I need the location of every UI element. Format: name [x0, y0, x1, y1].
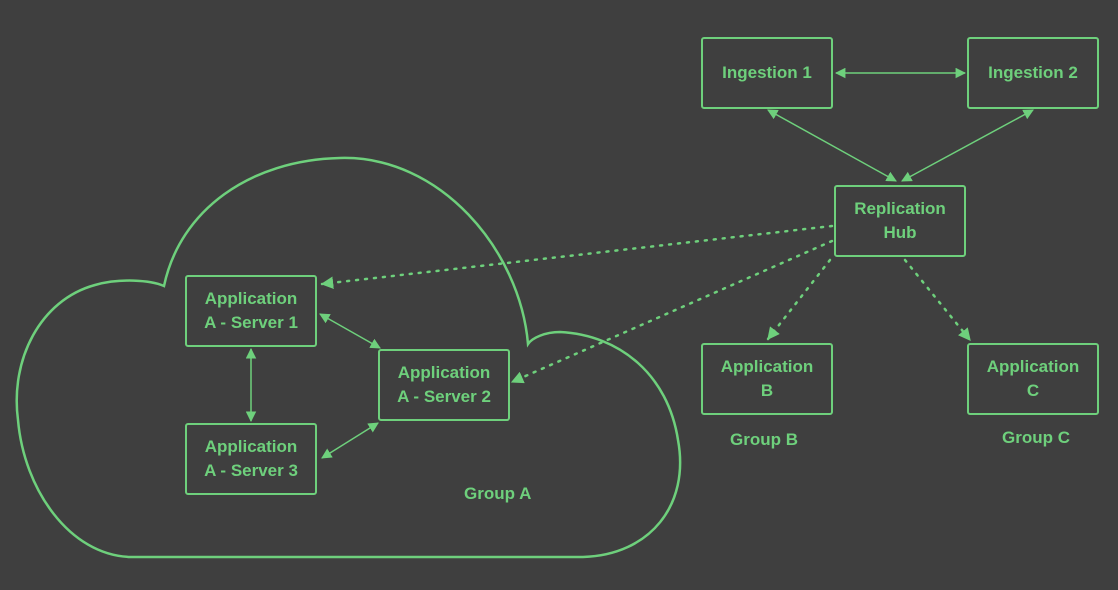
app-c-label-line-1: Application: [986, 357, 1080, 376]
replication-hub-label-line-2: Hub: [883, 223, 917, 242]
app-b-label-line-1: Application: [720, 357, 814, 376]
group-c-label: Group C: [1002, 428, 1070, 447]
edge-hub-app-c: [903, 258, 972, 342]
ingestion-2-node: Ingestion 2: [967, 37, 1099, 109]
ingestion-2-label: Ingestion 2: [988, 63, 1078, 82]
replication-hub-node: Replication Hub: [834, 185, 966, 257]
ingestion-1-label: Ingestion 1: [722, 63, 812, 82]
app-a-server-1-label-line-2: A - Server 1: [204, 313, 298, 332]
edge-server3-server2: [321, 422, 379, 459]
ingestion-1-node: Ingestion 1: [701, 37, 833, 109]
app-a-server-1-node: Application A - Server 1: [185, 275, 317, 347]
app-a-server-3-label-line-2: A - Server 3: [204, 461, 298, 480]
group-a-label: Group A: [464, 484, 532, 503]
app-a-server-3-label-line-1: Application: [204, 437, 298, 456]
app-b-node: Application B: [701, 343, 833, 415]
group-b-label: Group B: [730, 430, 798, 449]
app-c-label-line-2: C: [1026, 381, 1040, 400]
app-a-server-2-label-line-1: Application: [397, 363, 491, 382]
edge-hub-app-b: [766, 258, 832, 341]
app-a-server-1-label-line-1: Application: [204, 289, 298, 308]
app-b-label-line-2: B: [760, 381, 774, 400]
app-a-server-2-node: Application A - Server 2: [378, 349, 510, 421]
edge-server1-server2: [319, 313, 381, 349]
app-c-node: Application C: [967, 343, 1099, 415]
app-a-server-3-node: Application A - Server 3: [185, 423, 317, 495]
edge-ingestion1-hub: [767, 109, 897, 182]
app-a-server-2-label-line-2: A - Server 2: [397, 387, 491, 406]
replication-hub-label-line-1: Replication: [854, 199, 946, 218]
edge-ingestion2-hub: [901, 109, 1034, 182]
group-a-cloud: [15, 156, 682, 559]
